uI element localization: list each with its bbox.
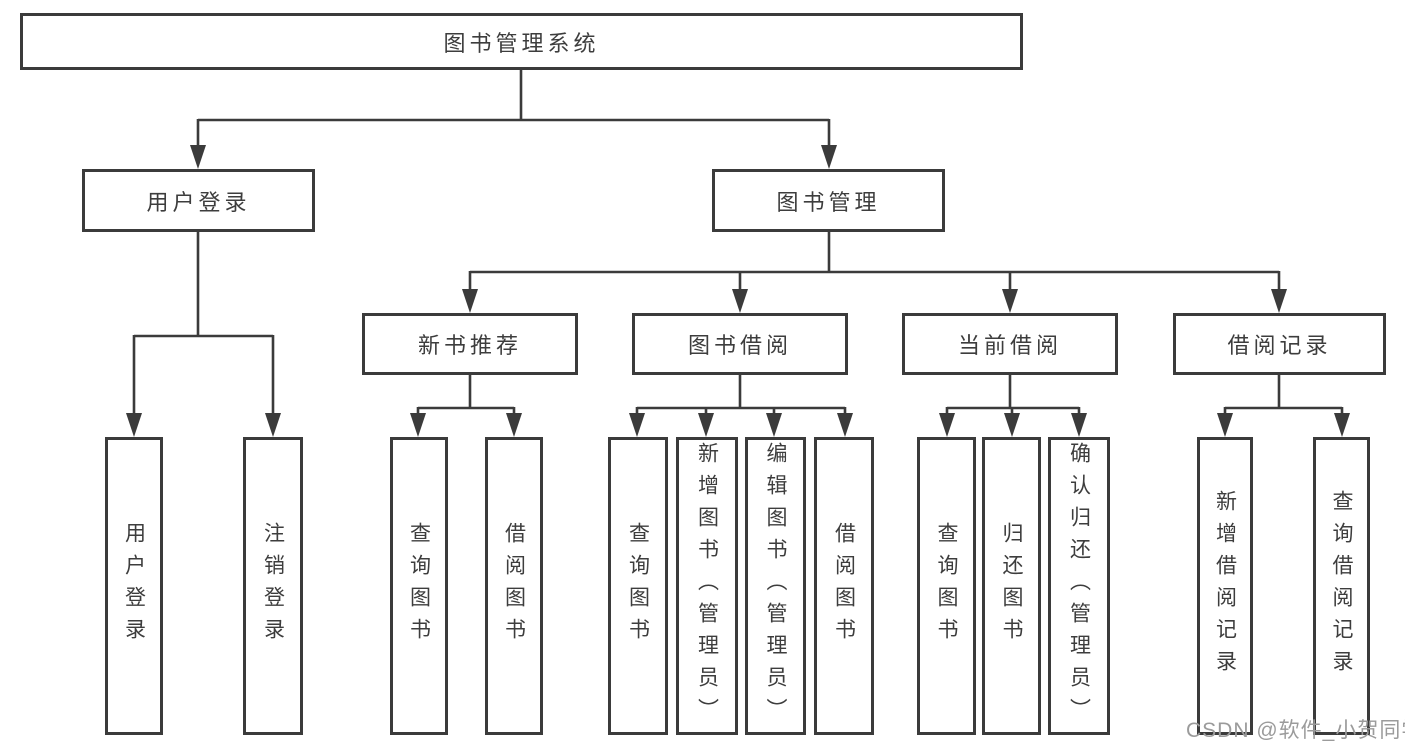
- node-user-login: 用户登录: [82, 169, 315, 232]
- leaf-borrow-books-recommend: 借阅图书: [485, 437, 543, 735]
- leaf-return-books: 归还图书: [982, 437, 1041, 735]
- leaf-confirm-return-admin: 确认归还（管理员）: [1048, 437, 1110, 735]
- leaf-label: 编辑图书（管理员）: [764, 442, 788, 730]
- node-book-borrowing: 图书借阅: [632, 313, 848, 375]
- leaf-query-books-borrow: 查询图书: [608, 437, 668, 735]
- leaf-borrow-books: 借阅图书: [814, 437, 874, 735]
- node-book-management: 图书管理: [712, 169, 945, 232]
- leaf-query-borrow-record: 查询借阅记录: [1313, 437, 1370, 735]
- leaf-user-login: 用户登录: [105, 437, 163, 735]
- leaf-logout: 注销登录: [243, 437, 303, 735]
- leaf-add-books-admin: 新增图书（管理员）: [676, 437, 738, 735]
- leaf-label: 新增图书（管理员）: [695, 442, 719, 730]
- node-label: 新书推荐: [417, 333, 522, 358]
- leaf-label: 归还图书: [1000, 522, 1024, 650]
- node-current-borrowing: 当前借阅: [902, 313, 1118, 375]
- node-label: 图书借阅: [687, 333, 792, 358]
- leaf-add-borrow-record: 新增借阅记录: [1197, 437, 1253, 735]
- node-label: 图书管理: [776, 189, 881, 215]
- node-label: 图书管理系统: [443, 30, 600, 56]
- csdn-watermark: CSDN @软件_小贺同学: [1186, 719, 1405, 742]
- leaf-label: 借阅图书: [832, 522, 856, 650]
- leaf-label: 查询借阅记录: [1330, 490, 1354, 682]
- node-label: 当前借阅: [957, 333, 1062, 358]
- leaf-label: 查询图书: [935, 522, 959, 650]
- node-new-book-recommend: 新书推荐: [362, 313, 578, 375]
- leaf-label: 注销登录: [261, 522, 285, 650]
- leaf-query-books-current: 查询图书: [917, 437, 976, 735]
- leaf-edit-books-admin: 编辑图书（管理员）: [745, 437, 806, 735]
- leaf-label: 查询图书: [626, 522, 650, 650]
- leaf-label: 借阅图书: [502, 522, 526, 650]
- leaf-label: 确认归还（管理员）: [1067, 442, 1091, 730]
- leaf-query-books-recommend: 查询图书: [390, 437, 448, 735]
- node-label: 借阅记录: [1227, 333, 1332, 358]
- node-label: 用户登录: [146, 189, 251, 215]
- node-library-management-system: 图书管理系统: [20, 13, 1023, 70]
- leaf-label: 查询图书: [407, 522, 431, 650]
- leaf-label: 用户登录: [122, 522, 146, 650]
- node-borrowing-records: 借阅记录: [1173, 313, 1386, 375]
- leaf-label: 新增借阅记录: [1213, 490, 1237, 682]
